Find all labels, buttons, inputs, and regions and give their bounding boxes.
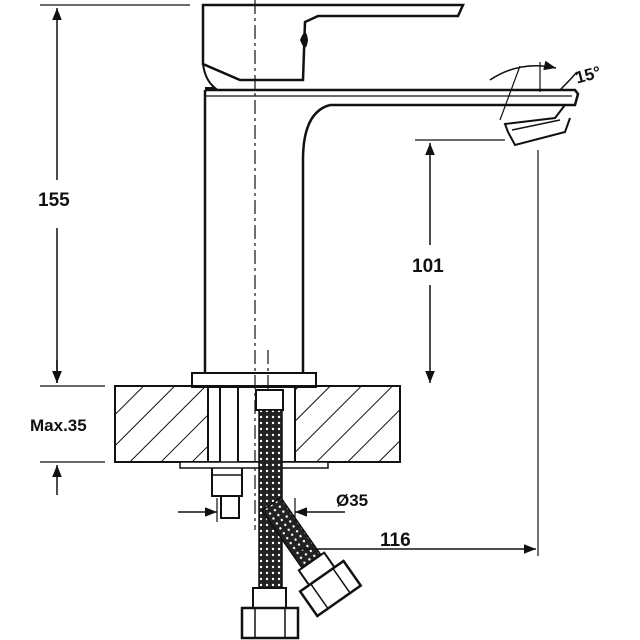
- dimension-counter-thickness: Max.35: [30, 360, 105, 495]
- faucet-body: [191, 3, 580, 388]
- dimension-label-15deg: 15°: [573, 62, 603, 87]
- dimension-label-diameter35: Ø35: [336, 491, 368, 510]
- dimension-label-155: 155: [38, 190, 70, 211]
- dimension-height: 155: [38, 4, 190, 387]
- dimension-reach: 116: [300, 150, 539, 556]
- dimension-hole-diameter: Ø35: [178, 491, 368, 522]
- mounting-stud: [179, 386, 329, 519]
- dimension-spout-height: 101: [412, 139, 505, 383]
- supply-hoses: [240, 389, 363, 640]
- dimension-label-101: 101: [412, 256, 444, 277]
- dimension-label-116: 116: [380, 530, 411, 551]
- dimension-label-max35: Max.35: [30, 416, 87, 435]
